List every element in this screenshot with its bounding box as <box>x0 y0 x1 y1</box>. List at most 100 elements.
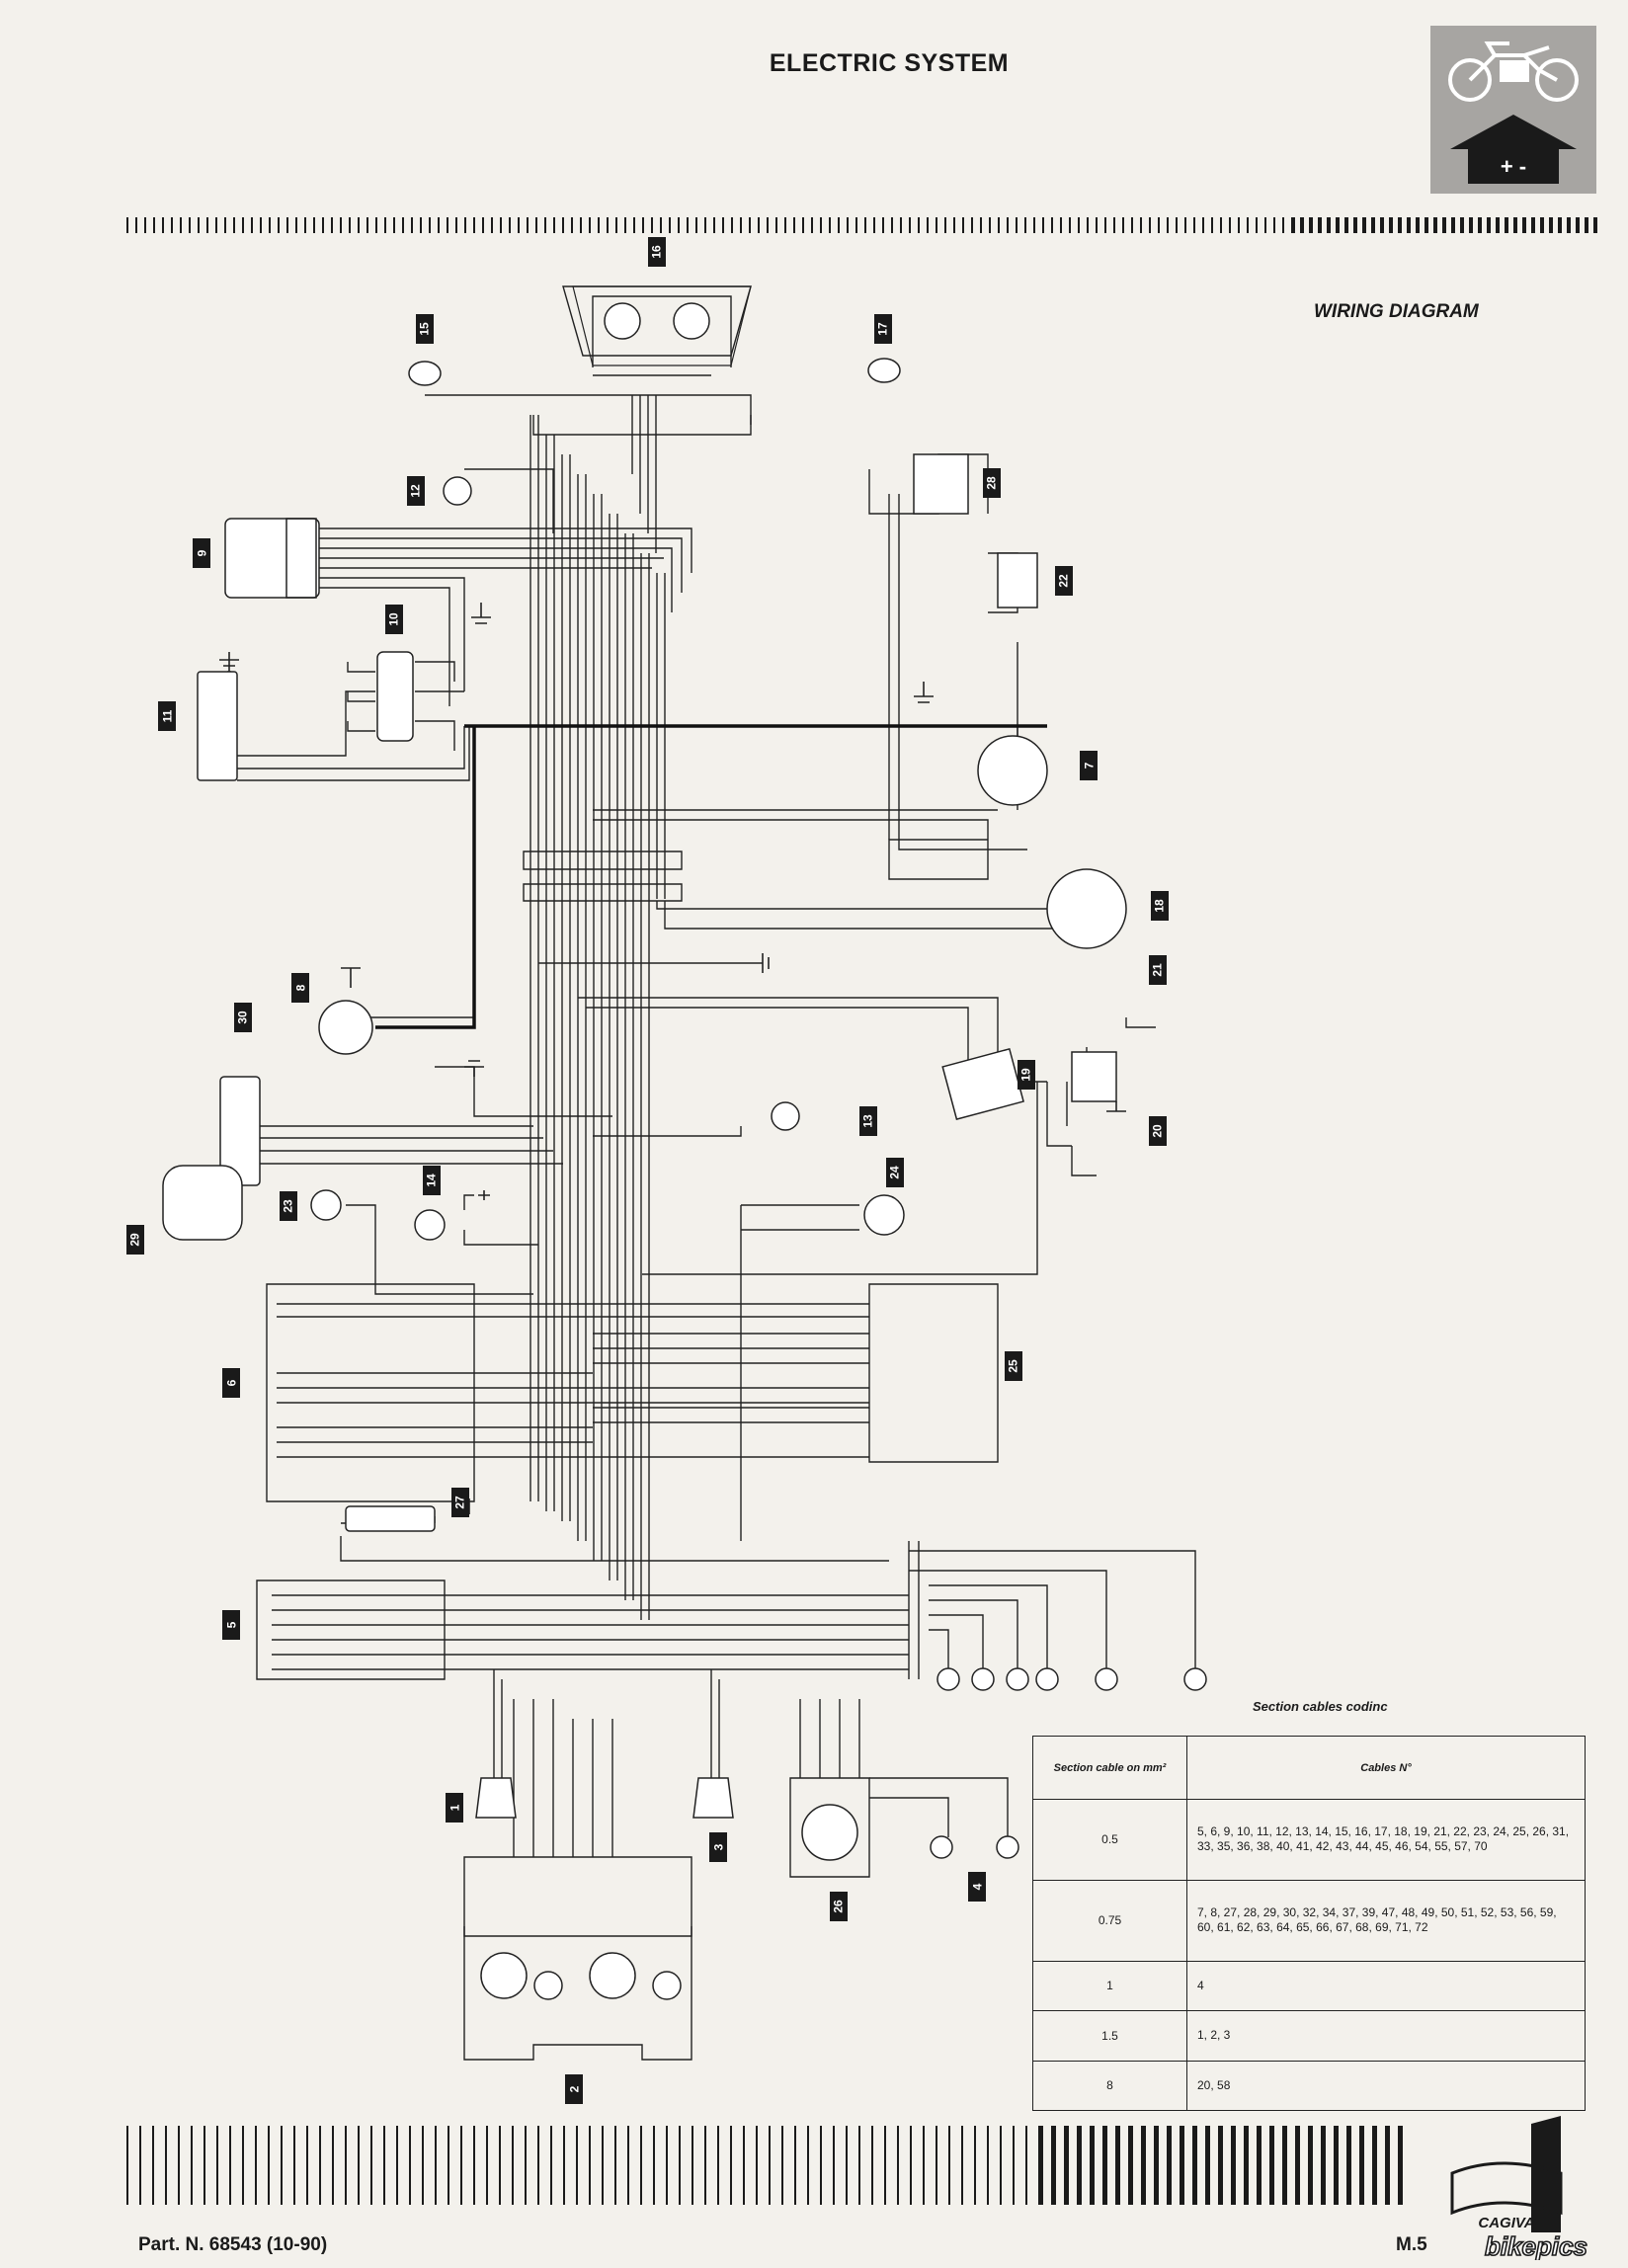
tick-mark <box>1318 217 1322 233</box>
tick-mark <box>653 2126 655 2205</box>
tick-mark <box>1154 2126 1159 2205</box>
component-label-27: 27 <box>451 1488 469 1517</box>
tick-mark <box>340 217 342 233</box>
component-label-7: 7 <box>1080 751 1098 780</box>
tick-mark <box>1451 217 1455 233</box>
tick-mark <box>1140 217 1142 233</box>
tick-mark <box>987 2126 989 2205</box>
tick-mark <box>598 217 600 233</box>
component-label-25: 25 <box>1005 1351 1022 1381</box>
page-number: M.5 <box>1396 2234 1427 2255</box>
tick-mark <box>602 2126 604 2205</box>
tick-mark <box>332 2126 334 2205</box>
tick-mark <box>393 217 395 233</box>
component-label-29: 29 <box>126 1225 144 1255</box>
tick-mark <box>807 2126 809 2205</box>
tick-mark <box>884 2126 886 2205</box>
component-label-11: 11 <box>158 701 176 731</box>
component-label-6: 6 <box>222 1368 240 1398</box>
tick-mark <box>171 217 173 233</box>
tick-mark <box>1398 217 1402 233</box>
tick-mark <box>1380 217 1384 233</box>
cell-cables: 4 <box>1186 1960 1586 2012</box>
tick-mark <box>1487 217 1491 233</box>
tick-mark <box>642 217 644 233</box>
tick-mark <box>1424 217 1428 233</box>
tick-mark <box>499 2126 501 2205</box>
tick-mark <box>1220 217 1222 233</box>
tick-mark <box>1460 217 1464 233</box>
tick-mark <box>1202 217 1204 233</box>
tick-mark <box>1282 2126 1287 2205</box>
tick-mark <box>1334 2126 1339 2205</box>
tick-mark <box>1247 217 1249 233</box>
tick-mark <box>756 2126 758 2205</box>
tick-mark <box>500 217 502 233</box>
tick-mark <box>767 217 769 233</box>
component-label-20: 20 <box>1149 1116 1167 1146</box>
tick-mark <box>580 217 582 233</box>
tick-mark <box>473 2126 475 2205</box>
tick-mark <box>1257 2126 1262 2205</box>
tick-mark <box>695 217 697 233</box>
tick-mark <box>525 2126 527 2205</box>
tick-mark <box>678 217 680 233</box>
tick-mark <box>923 2126 925 2205</box>
tick-mark <box>306 2126 308 2205</box>
cell-section: 0.75 <box>1032 1879 1187 1962</box>
component-label-19: 19 <box>1018 1060 1035 1090</box>
tick-mark <box>278 217 280 233</box>
tick-mark <box>743 2126 745 2205</box>
tick-mark <box>409 2126 411 2205</box>
component-label-21: 21 <box>1149 955 1167 985</box>
cell-section: 1 <box>1032 1960 1187 2012</box>
cell-cables: 5, 6, 9, 10, 11, 12, 13, 14, 15, 16, 17,… <box>1186 1799 1586 1881</box>
tick-mark <box>491 217 493 233</box>
tick-mark <box>910 2126 912 2205</box>
tick-mark <box>1149 217 1151 233</box>
badge-symbol: + - <box>1501 154 1526 179</box>
tick-mark <box>891 217 893 233</box>
tick-mark <box>722 217 724 233</box>
tick-mark <box>375 217 377 233</box>
tick-mark <box>295 217 297 233</box>
tick-mark <box>1115 2126 1120 2205</box>
tick-mark <box>1087 217 1089 233</box>
tick-mark <box>1024 217 1026 233</box>
tick-mark <box>1513 217 1517 233</box>
tick-mark <box>758 217 760 233</box>
tick-mark <box>144 217 146 233</box>
tick-mark <box>165 2126 167 2205</box>
tick-mark <box>255 2126 257 2205</box>
tick-mark <box>900 217 902 233</box>
tick-mark <box>820 2126 822 2205</box>
tick-mark <box>562 217 564 233</box>
tick-mark <box>455 217 457 233</box>
tick-mark <box>1372 2126 1377 2205</box>
tick-mark <box>1353 217 1357 233</box>
bottom-tick-strip <box>126 2126 1403 2205</box>
component-label-3: 3 <box>709 1832 727 1862</box>
cell-section: 1.5 <box>1032 2010 1187 2062</box>
tick-mark <box>666 2126 668 2205</box>
tick-mark <box>731 217 733 233</box>
tick-mark <box>152 2126 154 2205</box>
component-label-30: 30 <box>234 1003 252 1032</box>
component-label-4: 4 <box>968 1872 986 1902</box>
tick-mark <box>1442 217 1446 233</box>
section-badge: + - <box>1430 26 1596 194</box>
component-label-28: 28 <box>983 468 1001 498</box>
tick-mark <box>1389 217 1393 233</box>
tick-mark <box>794 2126 796 2205</box>
tick-mark <box>989 217 991 233</box>
tick-mark <box>980 217 982 233</box>
tick-mark <box>1327 217 1331 233</box>
tick-mark <box>1060 217 1062 233</box>
tick-mark <box>679 2126 681 2205</box>
tick-mark <box>730 2126 732 2205</box>
tick-mark <box>1576 217 1580 233</box>
tick-mark <box>1295 2126 1300 2205</box>
tick-mark <box>537 2126 539 2205</box>
tick-mark <box>422 2126 424 2205</box>
cell-section: 0.5 <box>1032 1799 1187 1881</box>
